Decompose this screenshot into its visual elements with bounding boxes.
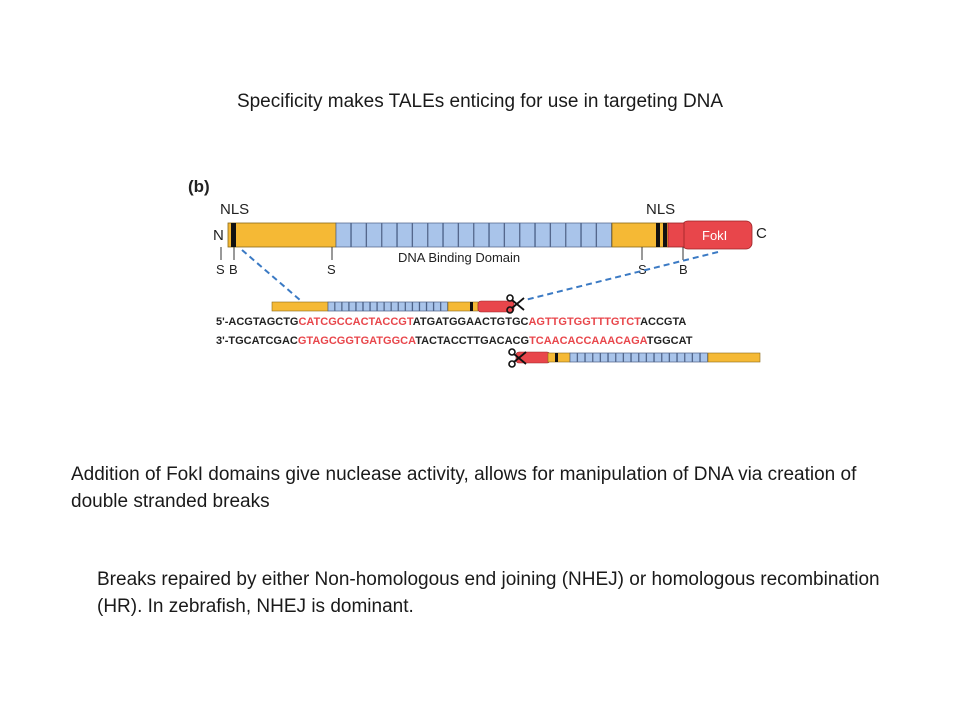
projection-line-left [241,249,301,301]
mini-repeat-block [377,301,385,312]
foki-paragraph: Addition of FokI domains give nuclease a… [71,464,857,512]
repeat-block [473,222,490,248]
mini-repeat-block [412,301,420,312]
marker-b2: B [679,262,688,277]
mini-repeat-block [592,352,601,363]
bottom-seq-binding-left: GTAGCGGTGATGGCA [298,335,416,347]
mini-repeat-block [607,352,616,363]
repeat-block [596,222,612,248]
mini-repeat-block [355,301,364,312]
repeat-block [519,222,536,248]
repeat-block [565,222,582,248]
mini-repeat-block [669,352,678,363]
bottom-seq-right: TGGCAT [647,335,693,347]
repeat-block [488,222,505,248]
mini-repeat-block [341,301,349,312]
nls-black-mark-right-2 [663,223,667,247]
tale-protein-bar: FokI [227,220,753,250]
mini-repeat-block [638,352,647,363]
top-strand-prefix: 5'- [216,316,229,328]
repeat-block [366,222,382,248]
foki-label: FokI [702,228,727,243]
projection-line-right [524,251,719,301]
mini-repeat-block [405,301,413,312]
mini-repeat-block [630,352,639,363]
talen-bottom-bar [515,351,761,364]
talen-top-bar [271,300,515,313]
mini-repeat-block [692,352,701,363]
mini-repeat-block [348,301,356,312]
panel-label: (b) [188,177,210,196]
mini-repeat-block [699,352,708,363]
nls-black-mark-left [231,223,236,247]
top-seq-binding-left: CATCGCCACTACCGT [298,316,413,328]
mini-repeat-block [569,352,578,363]
scissors-icon [508,348,527,368]
repeat-block [381,222,398,248]
bottom-mini-repeats [569,352,708,363]
mini-repeat-block [398,301,406,312]
top-seq-left: ACGTAGCTG [228,316,298,328]
mini-repeat-block [370,301,378,312]
site-markers: S B S S B [216,247,688,277]
mini-repeat-block [384,301,392,312]
repair-paragraph: Breaks repaired by either Non-homologous… [97,569,880,617]
nls-black-mark-right-1 [656,223,660,247]
top-seq-spacer: ATGATGGAACTGTGC [413,316,529,328]
n-terminal-region [227,222,337,248]
n-terminus-label: N [213,227,224,244]
bottom-strand-prefix: 3'- [216,335,229,347]
repeat-block [412,222,428,248]
mini-repeat-block [646,352,655,363]
top-seq-binding-right: AGTTGTGGTTTGTCT [528,316,641,328]
mini-repeat-block [426,301,434,312]
tale-nuclease-diagram: (b) NLS NLS N C FokI DNA Binding Domain … [188,177,767,368]
dna-binding-domain-label: DNA Binding Domain [398,250,520,265]
top-strand-sequence: 5'-ACGTAGCTGCATCGCCACTACCGTATGATGGAACTGT… [216,316,686,328]
marker-b1: B [229,262,238,277]
marker-s3: S [638,262,647,277]
dna-binding-repeats [335,222,612,248]
mini-repeat-block [327,301,335,312]
repeat-block [580,222,597,248]
bottom-seq-left: TGCATCGAC [228,335,298,347]
repeat-block [458,222,474,248]
c-terminus-label: C [756,225,767,242]
mini-repeat-block [440,301,448,312]
mini-repeat-block [600,352,609,363]
mini-repeat-block [334,301,342,312]
mini-repeat-block [623,352,632,363]
mini-repeat-block [433,301,441,312]
mini-repeat-block [684,352,693,363]
mini-repeat-block [577,352,586,363]
mini-repeat-block [584,352,593,363]
bottom-strand-sequence: 3'-TGCATCGACGTAGCGGTGATGGCATACTACCTTGACA… [216,335,693,347]
bottom-seq-binding-right: TCAACACCAAACAGA [529,335,648,347]
bottom-seq-spacer: TACTACCTTGACACG [415,335,529,347]
top-mini-repeats [327,301,448,312]
mini-repeat-block [615,352,624,363]
repeat-block [550,222,566,248]
marker-s1: S [216,262,225,277]
mini-repeat-block [419,301,427,312]
slide-title: Specificity makes TALEs enticing for use… [236,91,724,112]
mini-repeat-block [391,301,399,312]
scissors-icon [506,294,525,314]
nls-left-label: NLS [220,201,249,218]
repeat-block [396,222,413,248]
mini-repeat-block [676,352,685,363]
mini-repeat-block [661,352,670,363]
foki-linker [667,222,685,248]
marker-s2: S [327,262,336,277]
repeat-block [442,222,459,248]
repeat-block [534,222,551,248]
repeat-block [427,222,444,248]
repeat-block [350,222,367,248]
repeat-block [335,222,352,248]
mini-repeat-block [362,301,371,312]
top-seq-right: ACCGTA [640,316,686,328]
nls-right-label: NLS [646,201,675,218]
mini-repeat-block [653,352,662,363]
repeat-block [504,222,520,248]
